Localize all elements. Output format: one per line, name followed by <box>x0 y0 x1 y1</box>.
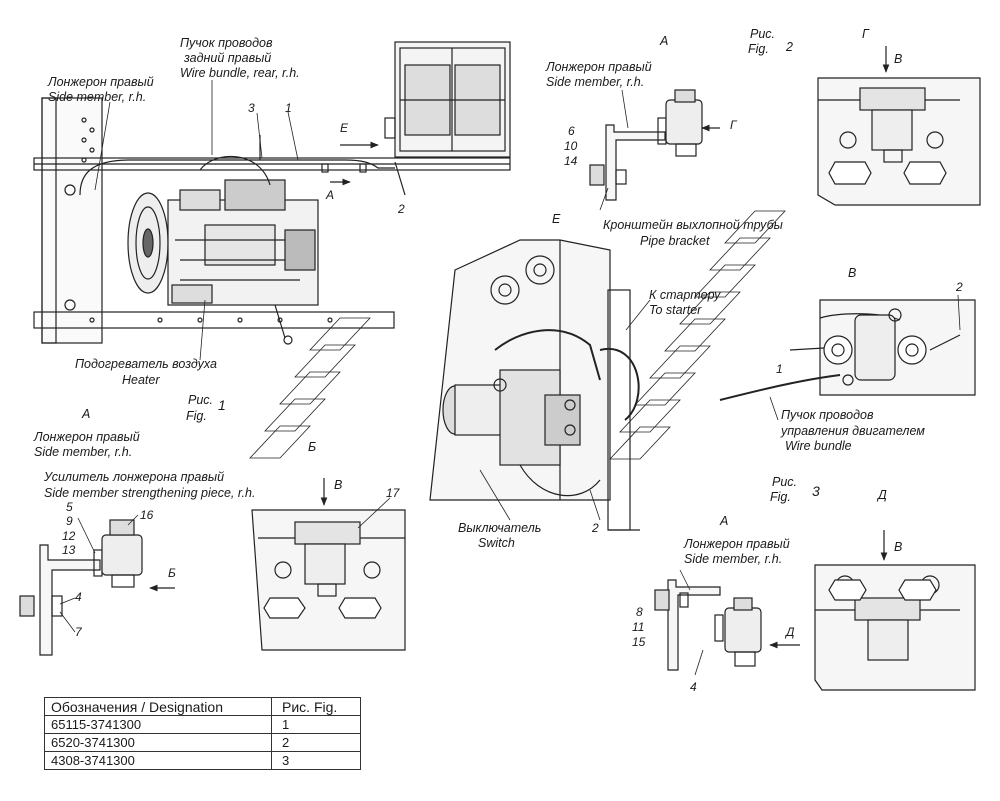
view-v-wire-bundle-en: Wire bundle <box>785 439 852 453</box>
table-row: 4308-3741300 3 <box>44 751 361 770</box>
fig2-view-a-bracket <box>589 89 720 211</box>
fig2-side-member-en: Side member, r.h. <box>546 75 645 89</box>
table-header-row: Обозначения / Designation Рис. Fig. <box>44 697 361 716</box>
view-e-to-starter-ru: К стартеру <box>649 288 721 302</box>
table-cell-fig: 3 <box>271 751 361 770</box>
view-e-title: Е <box>552 212 561 226</box>
fig1-heater-label-ru: Подогреватель воздуха <box>75 357 217 371</box>
fig1-view-a-strengthening-en: Side member strengthening piece, r.h. <box>44 486 256 500</box>
table-row: 6520-3741300 2 <box>44 733 361 752</box>
view-v-wire-bundle-ru1: Пучок проводов <box>781 408 874 422</box>
view-v-wire-bundle-ru2: управления двигателем <box>781 424 925 438</box>
fig3-callout-15: 15 <box>632 635 646 649</box>
table-cell-designation: 65115-3741300 <box>44 715 272 734</box>
fig3-view-a-bracket <box>654 569 800 676</box>
fig1-heater-label-en: Heater <box>122 373 160 387</box>
fig1-view-a-strengthening-ru: Усилитель лонжерона правый <box>44 470 225 484</box>
view-v-callout-1: 1 <box>776 362 783 376</box>
fig1-view-b-arrow-label: В <box>334 478 343 492</box>
fig1-view-b-title: Б <box>308 440 317 454</box>
fig1-side-member-label-en: Side member, r.h. <box>48 90 147 104</box>
table-header-fig: Рис. Fig. <box>271 697 361 716</box>
fig1-view-a-callout-7: 7 <box>75 625 82 639</box>
fig1-caption-en: Fig. <box>186 409 207 423</box>
fig3-view-d-arrow-label: В <box>894 540 903 554</box>
fig2-caption-en: Fig. <box>748 42 769 56</box>
fig1-heater-box <box>384 41 511 158</box>
fig2-callout-6: 6 <box>568 124 575 138</box>
view-e-switch-en: Switch <box>478 536 515 550</box>
fig1-callout-3: 3 <box>248 101 255 115</box>
fig1-view-b-callout-17: 17 <box>386 486 400 500</box>
fig2-pipe-bracket-ru: Кронштейн выхлопной трубы <box>603 218 783 232</box>
fig1-caption-number: 1 <box>218 397 226 413</box>
view-e-callout-2: 2 <box>592 521 599 535</box>
fig1-leaders <box>94 80 299 361</box>
fig1-engine <box>127 155 319 345</box>
fig2-pipe-bracket-en: Pipe bracket <box>640 234 710 248</box>
fig1-callout-1: 1 <box>285 101 292 115</box>
fig1-wire-bundle-label-ru1: Пучок проводов <box>180 36 273 50</box>
fig1-view-a-callout-13: 13 <box>62 543 76 557</box>
view-v-title: В <box>848 266 857 280</box>
fig1-view-a-side-member-ru: Лонжерон правый <box>34 430 140 444</box>
fig2-caption-ru: Рис. <box>750 27 776 41</box>
fig3-callout-11: 11 <box>632 620 645 634</box>
fig2-callout-10: 10 <box>564 139 578 153</box>
fig1-wire-bundle-label-ru2: задний правый <box>184 51 272 65</box>
view-v-switch-closeup <box>719 294 976 421</box>
fig2-view-g-title: Г <box>862 27 869 41</box>
fig3-view-d-title: Д <box>878 488 887 502</box>
fig2-caption-number: 2 <box>786 40 793 54</box>
fig1-view-a-title: А <box>82 407 91 421</box>
fig1-callout-2: 2 <box>398 202 405 216</box>
fig1-view-a-side-member-en: Side member, r.h. <box>34 445 133 459</box>
fig3-view-a-title: А <box>720 514 729 528</box>
view-e-switch-ru: Выключатель <box>458 521 542 535</box>
fig1-view-a-bracket <box>19 514 175 656</box>
fig1-view-a-callout-4: 4 <box>75 590 82 604</box>
table-cell-designation: 6520-3741300 <box>44 733 272 752</box>
fig3-caption-number: 3 <box>812 483 820 499</box>
fig3-callout-8: 8 <box>636 605 643 619</box>
fig1-view-a-callout-9: 9 <box>66 514 73 528</box>
fig1-view-a-callout-16: 16 <box>140 508 154 522</box>
fig1-caption-ru: Рис. <box>188 393 214 407</box>
fig1-view-a-callout-b: Б <box>168 566 176 580</box>
fig2-callout-g: Г <box>730 118 737 132</box>
fig3-caption-en: Fig. <box>770 490 791 504</box>
view-e-switch-assembly <box>429 239 651 531</box>
fig1-callout-e: Е <box>340 121 349 135</box>
table-row: 65115-3741300 1 <box>44 715 361 734</box>
fig3-callout-4: 4 <box>690 680 697 694</box>
table-header-designation: Обозначения / Designation <box>44 697 272 716</box>
fig2-side-member-ru: Лонжерон правый <box>546 60 652 74</box>
fig1-view-a-callout-5: 5 <box>66 500 73 514</box>
view-e-projection-bands <box>249 210 786 460</box>
fig1-callout-a: А <box>326 188 335 202</box>
fig1-side-member-rail <box>33 97 511 344</box>
fig2-view-a-title: А <box>660 34 669 48</box>
fig1-side-member-label-ru: Лонжерон правый <box>48 75 154 89</box>
fig3-side-member-en: Side member, r.h. <box>684 552 783 566</box>
fig3-callout-d: Д <box>786 625 795 639</box>
view-e-to-starter-en: To starter <box>649 303 702 317</box>
table-cell-designation: 4308-3741300 <box>44 751 272 770</box>
fig3-view-d <box>814 530 976 691</box>
fig1-view-b <box>251 478 406 651</box>
fig2-callout-14: 14 <box>564 154 578 168</box>
fig3-caption-ru: Рис. <box>772 475 798 489</box>
view-v-callout-2: 2 <box>956 280 963 294</box>
fig1-view-a-callout-12: 12 <box>62 529 76 543</box>
fig2-view-g <box>817 46 981 206</box>
fig1-wire-bundle-label-en: Wire bundle, rear, r.h. <box>180 66 300 80</box>
fig3-side-member-ru: Лонжерон правый <box>684 537 790 551</box>
table-cell-fig: 1 <box>271 715 361 734</box>
designation-table: Обозначения / Designation Рис. Fig. 6511… <box>44 697 361 770</box>
fig2-view-g-arrow-label: В <box>894 52 903 66</box>
table-cell-fig: 2 <box>271 733 361 752</box>
